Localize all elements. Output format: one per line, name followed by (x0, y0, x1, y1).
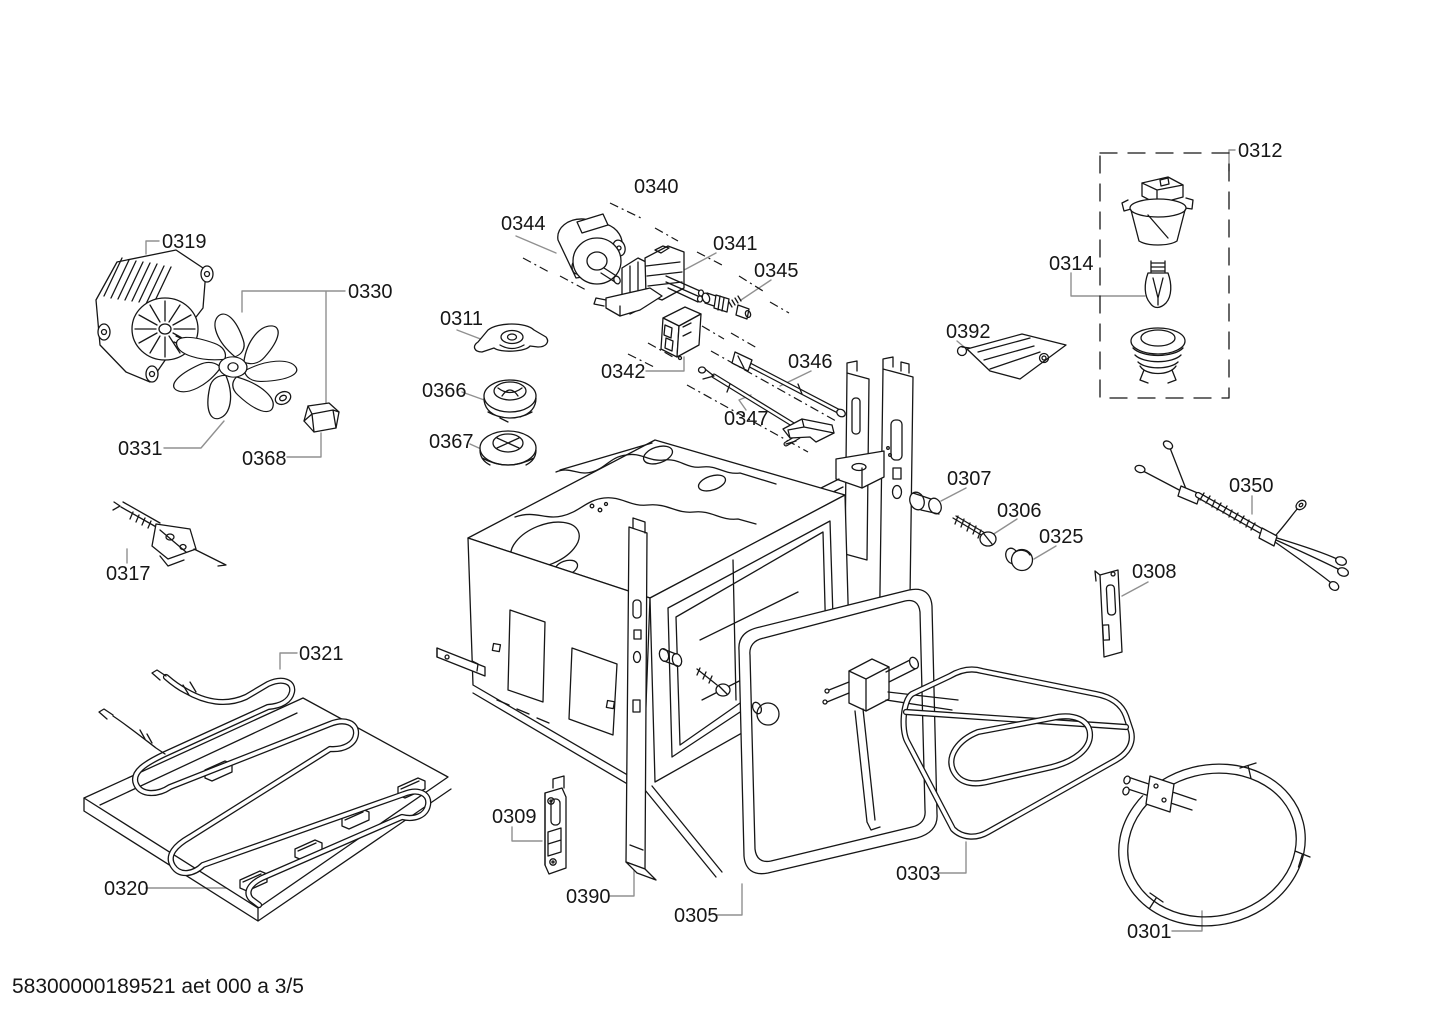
part-label-0311: 0311 (440, 308, 483, 330)
part-label-0346: 0346 (788, 351, 833, 373)
cover-plate-0392 (956, 333, 1067, 380)
fan-motor (95, 249, 214, 383)
part-label-0308: 0308 (1132, 561, 1177, 583)
part-label-0320: 0320 (104, 878, 149, 900)
part-label-0319: 0319 (162, 231, 207, 253)
plug-0307 (909, 491, 942, 515)
fan-blade (173, 313, 298, 420)
part-labels: 0319 0330 0331 0368 0311 0344 0340 0341 … (104, 140, 1283, 943)
bottom-heating-element-0321 (98, 669, 432, 909)
part-label-0392: 0392 (946, 321, 991, 343)
ring-element-0301 (1118, 762, 1311, 927)
document-code: 58300000189521 aet 000 a 3/5 (12, 975, 304, 998)
lamp-socket (1121, 176, 1194, 246)
part-label-0367: 0367 (429, 431, 474, 453)
part-label-0331: 0331 (118, 438, 163, 460)
part-label-0344: 0344 (501, 213, 546, 235)
part-label-0342: 0342 (601, 361, 646, 383)
part-label-0340: 0340 (634, 176, 679, 198)
lamp-assembly-box (1099, 152, 1230, 399)
part-label-0325: 0325 (1039, 526, 1084, 548)
part-label-0347: 0347 (724, 408, 769, 430)
auxiliary-motor-0344 (557, 213, 626, 285)
door-latch-0309 (544, 775, 567, 875)
part-label-0307: 0307 (947, 468, 992, 490)
part-label-0390: 0390 (566, 886, 611, 908)
installed-fasteners (658, 647, 731, 697)
part-label-0309: 0309 (492, 806, 537, 828)
part-label-0368: 0368 (242, 448, 287, 470)
mounting-bracket-plate (782, 418, 835, 443)
lamp-bulb-0314 (1144, 260, 1172, 309)
part-label-0366: 0366 (422, 380, 467, 402)
lamp-glass-cover (1130, 327, 1186, 384)
terminal-block-0342 (660, 306, 702, 361)
part-label-0330: 0330 (348, 281, 393, 303)
washer (274, 390, 292, 406)
part-label-0345: 0345 (754, 260, 799, 282)
shaft-nut (303, 402, 340, 433)
interlock-0345 (701, 292, 752, 320)
part-label-0317: 0317 (106, 563, 151, 585)
trim-column-0390 (625, 517, 657, 881)
part-label-0321: 0321 (299, 643, 344, 665)
part-label-0303: 0303 (896, 863, 941, 885)
part-label-0341: 0341 (713, 233, 758, 255)
cap-0367 (479, 430, 537, 466)
wire-harness-0350 (1134, 440, 1349, 592)
screw-0306 (952, 515, 997, 547)
part-label-0350: 0350 (1229, 475, 1274, 497)
part-label-0305: 0305 (674, 905, 719, 927)
lamp-clamp-0311 (473, 323, 549, 353)
rod-0346 (731, 351, 846, 418)
cam-switch-0341 (593, 245, 705, 317)
front-frame-0305 (738, 588, 938, 875)
part-label-0301: 0301 (1127, 921, 1172, 943)
grill-element-0303 (822, 656, 1135, 840)
part-label-0312: 0312 (1238, 140, 1283, 162)
knob-0325 (1005, 547, 1034, 572)
cap-0366 (483, 379, 537, 423)
part-label-0306: 0306 (997, 500, 1042, 522)
temperature-sensor (112, 501, 227, 567)
latch-bracket-0308 (1094, 569, 1123, 658)
part-label-0314: 0314 (1049, 253, 1094, 275)
